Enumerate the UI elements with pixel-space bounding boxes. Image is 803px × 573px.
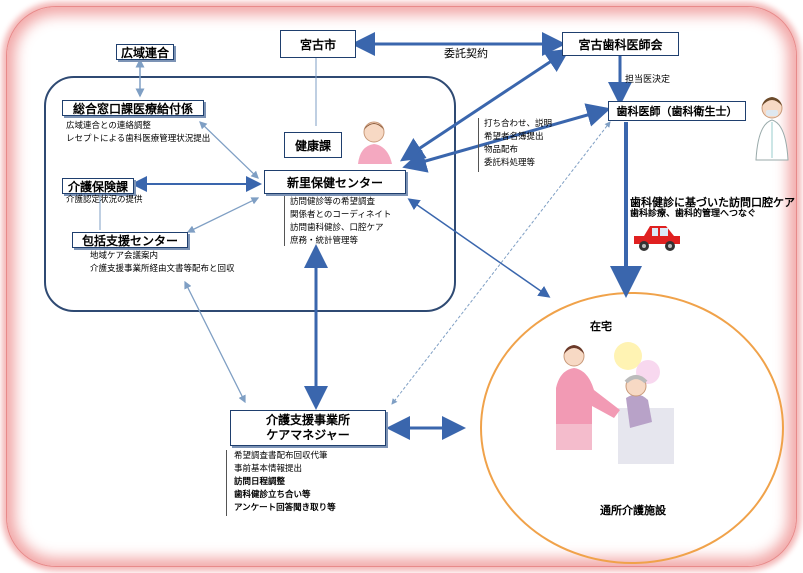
bracket-niisato xyxy=(284,196,285,246)
list-hokatsu: 地域ケア会議案内 介護支援事業所経由文書等配布と回収 xyxy=(90,250,235,276)
label-home: 在宅 xyxy=(590,320,612,333)
home-care-illustration xyxy=(556,342,674,464)
list-dental-assoc: 打ち合わせ、説明 希望者名簿提出 物品配布 委託料処理等 xyxy=(484,118,552,170)
bracket-care-office xyxy=(226,450,227,516)
nurse-illustration xyxy=(358,121,392,164)
list-item: 希望者名簿提出 xyxy=(484,132,544,142)
label-visit-care: 歯科健診に基づいた訪問口腔ケア xyxy=(630,196,795,209)
dentist-illustration xyxy=(755,97,789,161)
list-kaigo-hoken: 介護認定状況の提供 xyxy=(66,194,143,207)
list-item: 歯科健診立ち合い等 xyxy=(234,490,311,500)
list-item: 訪問日程調整 xyxy=(234,477,286,487)
list-niisato: 訪問健診等の希望調査 関係者とのコーディネイト 訪問歯科健診、口腔ケア 庶務・統… xyxy=(290,196,391,248)
node-dentist: 歯科医師（歯科衛生士） xyxy=(608,101,746,121)
list-item: レセプトによる歯科医療管理状況提出 xyxy=(66,134,211,144)
list-item: 訪問歯科健診、口腔ケア xyxy=(290,223,384,233)
label-tanto: 担当医決定 xyxy=(625,75,671,85)
node-kaigo-hoken: 介護保険課 xyxy=(62,178,134,194)
node-koiki: 広域連合 xyxy=(116,44,174,60)
list-item: 介護支援事業所経由文書等配布と回収 xyxy=(90,264,235,274)
list-item: 広域連合との連絡調整 xyxy=(66,121,151,131)
label-visit-care-sub: 歯科診療、歯科的管理へつなぐ xyxy=(630,209,757,219)
list-item: 庶務・統計管理等 xyxy=(290,236,359,246)
list-sogo: 広域連合との連絡調整 レセプトによる歯科医療管理状況提出 xyxy=(66,120,210,146)
list-item: 希望調査書配布回収代筆 xyxy=(234,451,328,461)
node-niisato: 新里保健センター xyxy=(264,170,406,194)
list-item: 物品配布 xyxy=(484,145,519,155)
node-miyako-city: 宮古市 xyxy=(280,30,356,58)
list-item: 関係者とのコーディネイト xyxy=(290,210,392,220)
list-care-office: 希望調査書配布回収代筆 事前基本情報提出 訪問日程調整 歯科健診立ち合い等 アン… xyxy=(234,450,336,515)
label-day-care: 通所介護施設 xyxy=(600,504,666,517)
list-item: アンケート回答聞き取り等 xyxy=(234,503,336,513)
list-item: 地域ケア会議案内 xyxy=(90,251,159,261)
list-item: 事前基本情報提出 xyxy=(234,464,303,474)
node-dental-association: 宮古歯科医師会 xyxy=(562,32,679,56)
node-kenko: 健康課 xyxy=(284,132,342,158)
care-office-line1: 介護支援事業所 xyxy=(265,413,350,427)
bracket-dental xyxy=(478,118,479,172)
node-hokatsu: 包括支援センター xyxy=(72,232,188,248)
node-care-office: 介護支援事業所 ケアマネジャー xyxy=(230,410,386,446)
car-icon xyxy=(634,226,680,251)
care-office-line2: ケアマネジャー xyxy=(266,428,350,442)
list-item: 打ち合わせ、説明 xyxy=(484,119,553,129)
label-contract: 委託契約 xyxy=(444,47,488,60)
list-item: 訪問健診等の希望調査 xyxy=(290,197,376,207)
list-item: 委託料処理等 xyxy=(484,158,536,168)
node-sogo-madoguchi: 総合窓口課医療給付係 xyxy=(62,100,204,116)
list-item: 介護認定状況の提供 xyxy=(66,195,143,205)
